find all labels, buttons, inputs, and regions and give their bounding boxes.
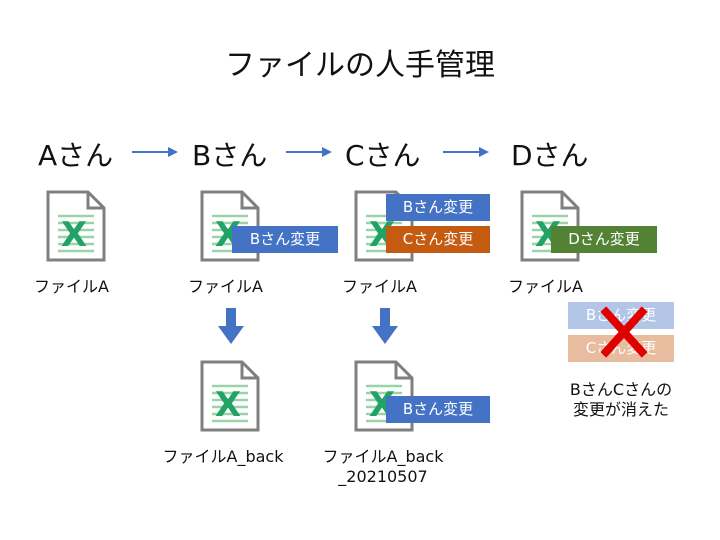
svg-text:X: X — [61, 215, 87, 255]
file-label-back1: ファイルA_back — [162, 447, 284, 466]
person-c: Cさん — [345, 139, 421, 172]
excel-file-icon: X — [46, 190, 106, 262]
file-label-back2-line1: ファイルA_back — [322, 447, 444, 466]
change-tag-b: Bさん変更 — [232, 226, 338, 253]
lost-caption: BさんCさんの 変更が消えた — [548, 380, 694, 420]
arrow-right-icon — [132, 147, 178, 157]
arrow-right-icon — [443, 147, 489, 157]
change-tag-c: Cさん変更 — [386, 226, 490, 253]
arrow-right-icon — [286, 147, 332, 157]
page-title: ファイルの人手管理 — [225, 48, 495, 83]
svg-text:X: X — [215, 385, 241, 425]
excel-file-icon: X — [200, 360, 260, 432]
file-label-c: ファイルA — [342, 277, 417, 296]
lost-caption-line1: BさんCさんの — [569, 380, 673, 399]
file-label-b: ファイルA — [188, 277, 263, 296]
arrow-down-icon — [372, 308, 398, 344]
file-label-back2-line2: _20210507 — [338, 467, 428, 486]
person-b: Bさん — [192, 139, 268, 172]
change-tag-b: Bさん変更 — [386, 396, 490, 423]
lost-caption-line2: 変更が消えた — [572, 400, 669, 419]
file-label-d: ファイルA — [508, 277, 583, 296]
change-tag-d: Dさん変更 — [551, 226, 657, 253]
person-d: Dさん — [511, 139, 589, 172]
person-a: Aさん — [38, 139, 114, 172]
file-label-a: ファイルA — [34, 277, 109, 296]
change-tag-b: Bさん変更 — [386, 194, 490, 221]
cross-icon — [600, 306, 648, 358]
arrow-down-icon — [218, 308, 244, 344]
file-label-back2: ファイルA_back _20210507 — [308, 447, 458, 487]
